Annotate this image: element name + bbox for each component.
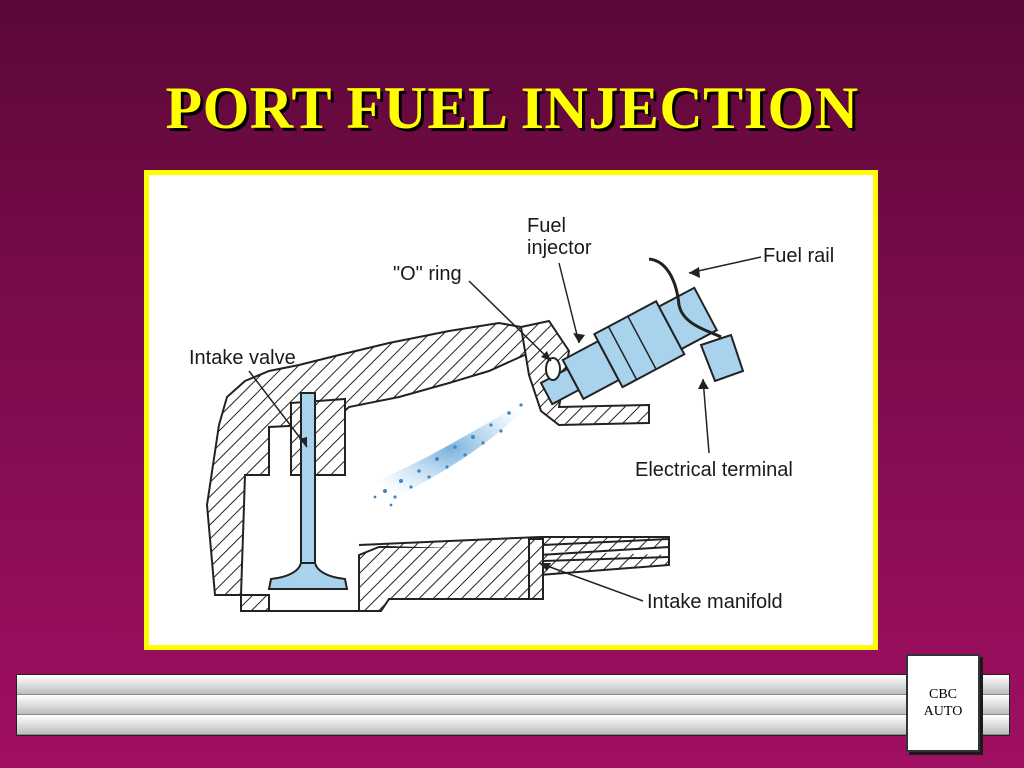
intake-valve-stem [300,392,316,568]
cylinder-head-section [205,321,531,596]
label-o-ring: "O" ring [393,263,462,285]
label-electrical-terminal: Electrical terminal [635,459,793,481]
label-intake-valve: Intake valve [189,347,296,369]
o-ring [545,357,561,381]
logo-line-2: AUTO [923,704,963,719]
label-fuel-injector: Fuel injector [527,215,592,259]
cbc-auto-logo: CBC AUTO [906,654,980,752]
manifold-flange [528,538,544,600]
manifold-runner-tube [542,538,670,562]
fuel-injector-body [539,286,719,406]
logo-line-1: CBC [928,687,957,702]
footer-decorative-bar [16,674,1010,736]
label-intake-manifold: Intake manifold [647,591,783,613]
leader-lines [248,256,762,602]
footer-stripe [17,675,1009,695]
slide-title: PORT FUEL INJECTION [165,75,859,141]
fuel-rail [648,257,722,339]
fuel-spray [359,391,541,505]
leader-arrowheads [299,267,709,571]
port-injection-diagram [205,256,762,612]
label-fuel-rail: Fuel rail [763,245,835,267]
intake-valve-head [267,562,349,590]
footer-stripe [17,715,1009,735]
electrical-connector [699,333,745,383]
footer-stripe [17,695,1009,715]
diagram-frame: Fuel injector Fuel rail "O" ring Intake … [144,170,878,650]
spray-droplets [373,403,523,507]
